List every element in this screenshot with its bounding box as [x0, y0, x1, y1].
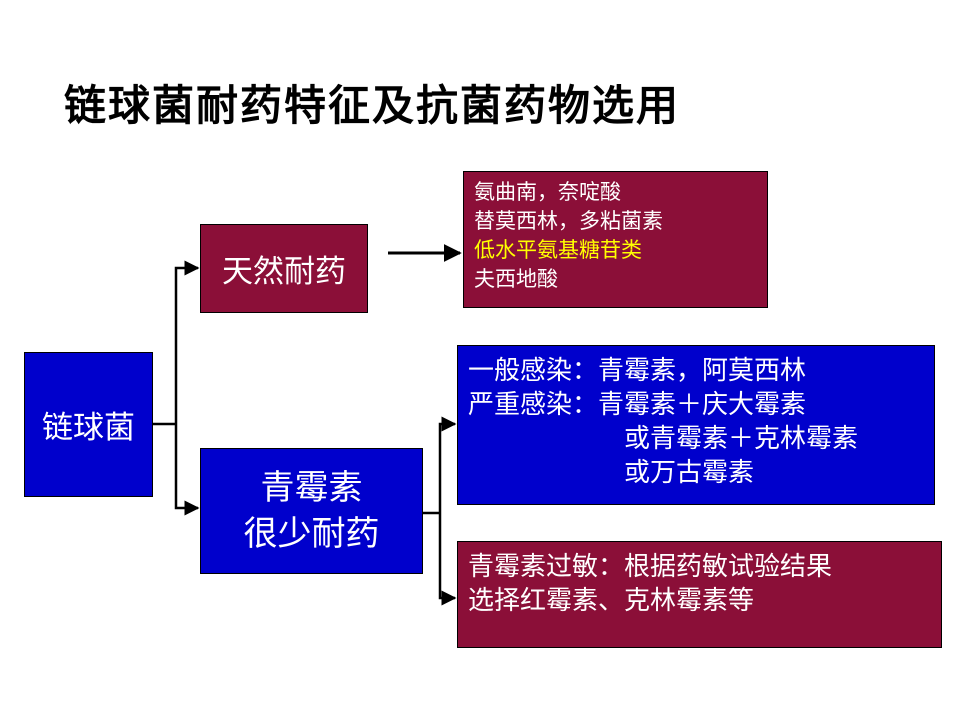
penicillin-label: 青霉素 — [260, 468, 363, 508]
treatment-line: 严重感染：青霉素＋庆大霉素 — [468, 390, 807, 420]
arrow-to-natural-resistance — [174, 260, 200, 424]
root-label: 链球菌 — [42, 410, 135, 446]
drug-item: 氨曲南，奈啶酸 — [474, 180, 621, 204]
allergy-line: 选择红霉素、克林霉素等 — [468, 586, 755, 616]
penicillin-resistance-label: 很少耐药 — [243, 514, 380, 554]
allergy-line: 青霉素过敏：根据药敏试验结果 — [468, 552, 833, 582]
drug-item: 替莫西林，多粘菌素 — [474, 209, 663, 233]
treatment-line: 一般感染：青霉素，阿莫西林 — [468, 356, 807, 386]
arrow-to-allergy — [438, 513, 457, 606]
arrow-to-treatment — [438, 416, 457, 513]
drug-item-highlighted: 低水平氨基糖苷类 — [474, 238, 642, 262]
natural-resistance-label: 天然耐药 — [222, 254, 346, 290]
arrow-to-penicillin — [174, 424, 200, 516]
page-title: 链球菌耐药特征及抗菌药物选用 — [64, 81, 681, 130]
treatment-line: 或万古霉素 — [624, 458, 755, 488]
root-box-streptococcus: 链球菌 — [24, 352, 153, 497]
allergy-box: 青霉素过敏：根据药敏试验结果 选择红霉素、克林霉素等 — [457, 541, 942, 648]
natural-resistance-box: 天然耐药 — [200, 224, 368, 313]
natural-resistance-drug-list: 氨曲南，奈啶酸 替莫西林，多粘菌素 低水平氨基糖苷类 夫西地酸 — [463, 171, 768, 308]
drug-item: 夫西地酸 — [474, 267, 558, 291]
treatment-options-box: 一般感染：青霉素，阿莫西林 严重感染：青霉素＋庆大霉素 或青霉素＋克林霉素 或万… — [457, 345, 935, 505]
penicillin-box: 青霉素 很少耐药 — [200, 448, 423, 574]
treatment-line: 或青霉素＋克林霉素 — [624, 424, 859, 454]
